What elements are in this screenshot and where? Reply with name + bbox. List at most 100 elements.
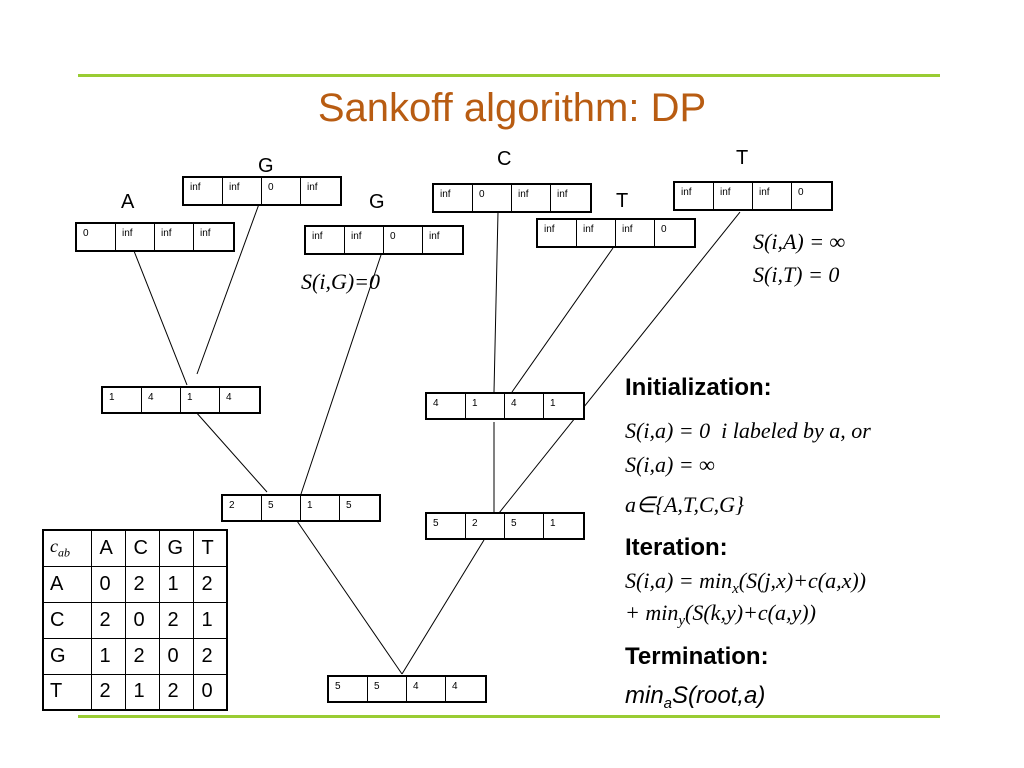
leaf-label-T2: T <box>736 147 749 169</box>
cell: 5 <box>427 514 466 538</box>
cell: 4 <box>226 392 232 403</box>
init-line-1: S(i,a) = 0 i labeled by a, or <box>625 418 871 443</box>
table-header-row: cab A C G T <box>42 529 228 567</box>
edge-T1-to-rightupper <box>511 247 614 393</box>
cell: inf <box>557 189 568 200</box>
cell: 1 <box>181 388 220 412</box>
table-cell: 2 <box>124 565 160 603</box>
cell: inf <box>307 182 318 193</box>
node-box-right-lower: 5 2 5 1 <box>425 512 585 540</box>
cell: 5 <box>368 677 407 701</box>
init-line-3: a∈{A,T,C,G} <box>625 492 744 517</box>
cell: 1 <box>550 518 556 529</box>
annotation-s-ia: S(i,A) = ∞ <box>753 229 846 254</box>
table-row: T 2 1 2 0 <box>42 673 228 711</box>
leaf-box-T2: inf inf inf 0 <box>673 181 833 211</box>
initialization-heading: Initialization: <box>625 374 772 401</box>
cell: 4 <box>427 394 466 418</box>
cost-corner: cab <box>42 529 92 567</box>
top-rule <box>78 74 940 77</box>
cell: 1 <box>550 398 556 409</box>
cell: inf <box>434 185 473 211</box>
iter-line-2: + miny(S(k,y)+c(a,y)) <box>625 600 816 629</box>
cell: inf <box>512 185 551 211</box>
cost-matrix: cab A C G T A 0 2 1 2 C 2 0 2 1 G 1 2 0 … <box>42 529 228 711</box>
header-cell: C <box>124 529 160 567</box>
table-cell: 1 <box>158 565 194 603</box>
iter-line-1: S(i,a) = minx(S(j,x)+c(a,x)) <box>625 568 867 597</box>
cell: inf <box>200 228 211 239</box>
cell: 5 <box>262 496 301 520</box>
leaf-label-C: C <box>497 148 512 170</box>
leaf-label-G2: G <box>369 191 385 213</box>
cell: inf <box>306 227 345 253</box>
cell: 4 <box>142 388 181 412</box>
table-cell: 0 <box>90 565 126 603</box>
table-row: A 0 2 1 2 <box>42 565 228 603</box>
leaf-label-T1: T <box>616 190 629 212</box>
table-cell: 1 <box>192 601 228 639</box>
cell: 0 <box>77 224 116 250</box>
leaf-label-G1: G <box>258 155 274 177</box>
termination-heading: Termination: <box>625 643 769 670</box>
row-label: T <box>42 673 92 711</box>
table-cell: 2 <box>192 565 228 603</box>
cell: 1 <box>103 388 142 412</box>
node-box-right-upper: 4 1 4 1 <box>425 392 585 420</box>
leaf-box-G1: inf inf 0 inf <box>182 176 342 206</box>
leaf-box-T1: inf inf inf 0 <box>536 218 696 248</box>
slide-title: Sankoff algorithm: DP <box>317 86 707 130</box>
cell: inf <box>155 224 194 250</box>
table-cell: 0 <box>158 637 194 675</box>
termination-formula: minaS(root,a) <box>625 682 766 712</box>
edge-A-to-left <box>133 250 188 386</box>
table-cell: 0 <box>124 601 160 639</box>
cell: 1 <box>466 394 505 418</box>
init-line-2: S(i,a) = ∞ <box>625 452 715 477</box>
table-row: G 1 2 0 2 <box>42 637 228 675</box>
node-box-root: 5 5 4 4 <box>327 675 487 703</box>
table-cell: 2 <box>158 673 194 711</box>
cell: 4 <box>452 681 458 692</box>
cell: inf <box>577 220 616 246</box>
edge-T2-to-rightlower <box>498 211 741 514</box>
cell: 0 <box>661 224 667 235</box>
cell: 0 <box>384 227 423 253</box>
table-row: C 2 0 2 1 <box>42 601 228 639</box>
cell: inf <box>675 183 714 209</box>
node-box-left-lower: 2 5 1 5 <box>221 494 381 522</box>
cell: inf <box>223 178 262 204</box>
leaf-box-A: 0 inf inf inf <box>75 222 235 252</box>
edge-leftlower-to-root <box>296 520 403 675</box>
cell: inf <box>429 231 440 242</box>
header-cell: T <box>192 529 228 567</box>
leaf-box-C: inf 0 inf inf <box>432 183 592 213</box>
header-cell: G <box>158 529 194 567</box>
table-cell: 2 <box>192 637 228 675</box>
cell: inf <box>714 183 753 209</box>
cell: 1 <box>301 496 340 520</box>
cell: 2 <box>223 496 262 520</box>
cell: 5 <box>346 500 352 511</box>
cell: inf <box>184 178 223 204</box>
cell: inf <box>753 183 792 209</box>
row-label: A <box>42 565 92 603</box>
edge-left-to-leftlower <box>194 410 268 493</box>
table-cell: 1 <box>90 637 126 675</box>
table-cell: 2 <box>90 601 126 639</box>
edge-G2-to-leftlower <box>300 254 382 495</box>
annotation-s-ig: S(i,G)=0 <box>301 269 380 294</box>
table-cell: 1 <box>124 673 160 711</box>
header-cell: A <box>90 529 126 567</box>
edge-C-to-rightupper <box>493 211 499 393</box>
edge-rightlower-to-root <box>401 539 485 675</box>
leaf-label-A: A <box>121 191 135 213</box>
cell: 0 <box>798 187 804 198</box>
cell: 2 <box>466 514 505 538</box>
bottom-rule <box>78 715 940 718</box>
table-cell: 2 <box>124 637 160 675</box>
table-cell: 0 <box>192 673 228 711</box>
cell: 0 <box>262 178 301 204</box>
edge-G1-to-left <box>196 203 260 375</box>
cell: inf <box>616 220 655 246</box>
